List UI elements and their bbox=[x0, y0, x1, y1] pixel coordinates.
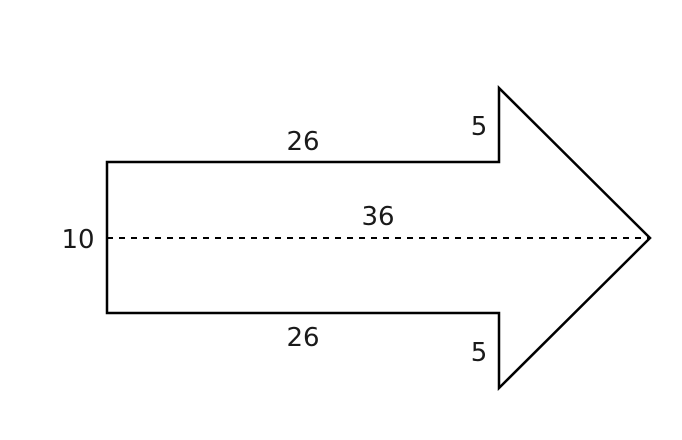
label-total-length: 36 bbox=[361, 202, 394, 232]
label-shaft-width: 10 bbox=[61, 225, 94, 255]
label-top-shaft-length: 26 bbox=[286, 127, 319, 157]
label-top-head-offset: 5 bbox=[471, 112, 488, 142]
arrow-outline bbox=[105, 84, 652, 392]
label-bottom-head-offset: 5 bbox=[471, 338, 488, 368]
label-bottom-shaft-length: 26 bbox=[286, 323, 319, 353]
